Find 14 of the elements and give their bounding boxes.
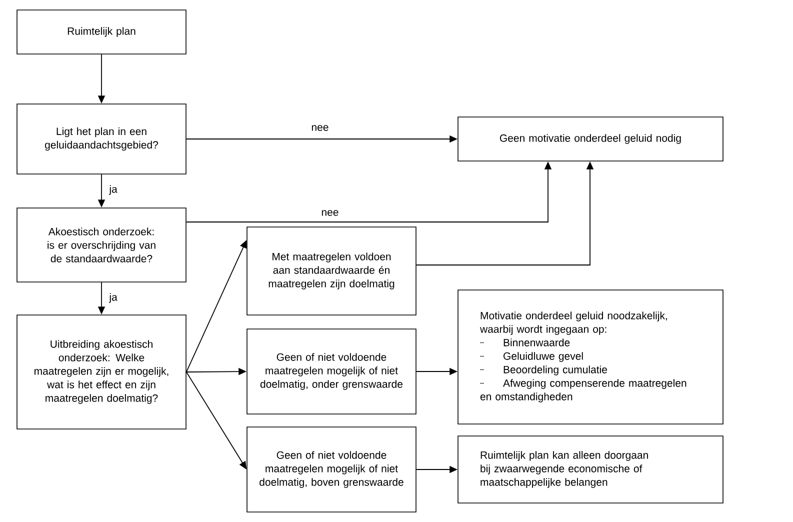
edge-label: ja bbox=[108, 184, 118, 196]
text-box: Geen motivatie onderdeel geluid nodig bbox=[458, 116, 724, 162]
text-box: Ruimtelijk plan bbox=[16, 10, 186, 54]
text-box: Ligt het plan in een geluidaandachtsgebied? bbox=[16, 104, 186, 174]
edge-label: ja bbox=[108, 292, 118, 304]
edge-label: nee bbox=[310, 124, 330, 132]
text-box: Geen of niet voldoende maatregelen mogelijk of niet doelmatig, onder grenswaarde bbox=[246, 328, 416, 414]
text-box: Motivatie onderdeel geluid noodzakelijk, waarbij wordt ingegaan op: Binnenwaarde Geluidluwe gevel Beoordeling cumulatie Afweging compenserende maatregelen en omstandigheden bbox=[458, 290, 724, 424]
text-box: Akoestisch onderzoek: is er overschrijding van de standaardwaarde? bbox=[16, 208, 186, 282]
edge-label: nee bbox=[320, 209, 340, 217]
text-box: Met maatregelen voldoen aan standaardwaarde én maatregelen zijn doelmatig bbox=[246, 226, 416, 316]
text-box: Ruimtelijk plan kan alleen doorgaan bij zwaarwegende economische of maatschappelijke belangen bbox=[458, 436, 724, 504]
text-box: Geen of niet voldoende maatregelen mogelijk of niet doelmatig, boven grenswaarde bbox=[246, 426, 416, 512]
text-box: Uitbreiding akoestisch onderzoek: Welke maatregelen zijn er mogelijk, wat is het effect en zijn maatregelen doelmatig? bbox=[16, 314, 186, 430]
